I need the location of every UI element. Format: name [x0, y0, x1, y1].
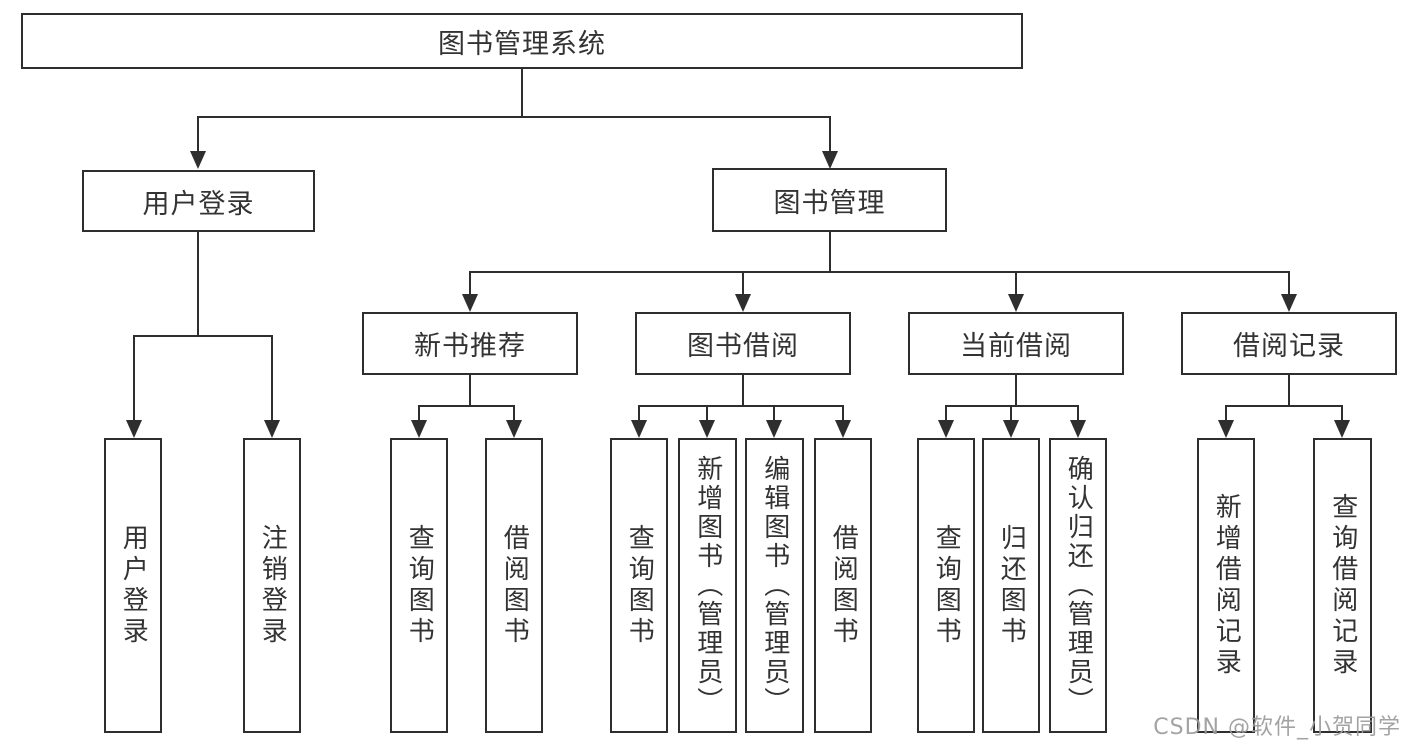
leaf-label: 借阅图书	[499, 523, 530, 648]
arrowhead-icon	[822, 151, 838, 169]
node-new-book-recommend: 新书推荐	[362, 312, 578, 375]
leaf-label: 查询借阅记录	[1327, 492, 1358, 679]
leaf-label: 编辑图书（管理员）	[759, 455, 790, 716]
connector-to-user-login-leaf	[133, 335, 135, 423]
arrowhead-icon	[735, 294, 751, 312]
arrowhead-icon	[699, 420, 715, 438]
arrowhead-icon	[264, 420, 280, 438]
connector-book-borrow-stem	[742, 375, 744, 407]
node-label: 图书借阅	[687, 331, 799, 362]
connector-leaf	[1225, 405, 1227, 423]
leaf-label: 新增图书（管理员）	[692, 455, 723, 716]
node-label: 当前借阅	[960, 331, 1072, 362]
node-book-borrow: 图书借阅	[635, 312, 851, 375]
arrowhead-icon	[631, 420, 647, 438]
leaf-label: 用户登录	[118, 523, 149, 648]
arrowhead-icon	[1008, 294, 1024, 312]
connector-leaf	[1077, 405, 1079, 423]
arrowhead-icon	[835, 420, 851, 438]
leaf-borrow-books-recommend: 借阅图书	[485, 438, 543, 733]
connector-book-borrow-bar	[638, 405, 844, 407]
csdn-watermark: CSDN @软件_小贺同学	[1153, 715, 1401, 740]
leaf-return-books: 归还图书	[982, 438, 1040, 733]
connector-leaf	[513, 405, 515, 423]
leaf-label: 查询图书	[624, 523, 655, 648]
node-label: 图书管理	[773, 187, 886, 219]
node-label: 新书推荐	[414, 331, 526, 362]
arrowhead-icon	[766, 420, 782, 438]
connector-root-bar	[197, 116, 831, 118]
node-borrow-records: 借阅记录	[1181, 312, 1397, 375]
connector-borrow-records-stem	[1288, 375, 1290, 407]
connector-to-new-book	[469, 271, 471, 296]
leaf-label: 新增借阅记录	[1211, 492, 1242, 679]
connector-leaf	[638, 405, 640, 423]
arrowhead-icon	[938, 420, 954, 438]
node-library-management-system: 图书管理系统	[21, 13, 1023, 69]
connector-root-stem	[521, 69, 523, 117]
connector-to-user-login	[197, 116, 199, 153]
connector-leaf	[1010, 405, 1012, 423]
arrowhead-icon	[1281, 294, 1297, 312]
arrowhead-icon	[126, 420, 142, 438]
arrowhead-icon	[1334, 420, 1350, 438]
leaf-query-books-recommend: 查询图书	[390, 438, 448, 733]
arrowhead-icon	[1070, 420, 1086, 438]
connector-current-borrow-bar	[945, 405, 1079, 407]
connector-book-management-bar	[469, 271, 1290, 273]
connector-new-book-stem	[469, 375, 471, 407]
connector-leaf	[418, 405, 420, 423]
connector-leaf	[842, 405, 844, 423]
leaf-label: 确认归还（管理员）	[1063, 455, 1094, 716]
leaf-label: 查询图书	[404, 523, 435, 648]
arrowhead-icon	[462, 294, 478, 312]
arrowhead-icon	[506, 420, 522, 438]
leaf-add-borrow-record: 新增借阅记录	[1197, 438, 1255, 733]
leaf-query-books-borrow: 查询图书	[610, 438, 668, 733]
connector-to-book-management	[829, 116, 831, 153]
connector-to-logout-leaf	[271, 335, 273, 423]
leaf-query-borrow-record: 查询借阅记录	[1313, 438, 1372, 733]
leaf-edit-books-admin: 编辑图书（管理员）	[745, 438, 804, 733]
connector-leaf	[1341, 405, 1343, 423]
connector-user-login-stem	[197, 232, 199, 336]
connector-user-login-bar	[133, 335, 273, 337]
connector-book-management-stem	[829, 232, 831, 272]
arrowhead-icon	[1218, 420, 1234, 438]
arrowhead-icon	[1003, 420, 1019, 438]
connector-leaf	[773, 405, 775, 423]
leaf-query-books-current: 查询图书	[917, 438, 975, 733]
leaf-borrow-books: 借阅图书	[814, 438, 872, 733]
node-current-borrow: 当前借阅	[908, 312, 1124, 375]
connector-to-current-borrow	[1015, 271, 1017, 296]
node-label: 借阅记录	[1233, 331, 1345, 362]
node-label: 用户登录	[142, 188, 255, 220]
node-user-login: 用户登录	[82, 170, 315, 232]
connector-leaf	[945, 405, 947, 423]
connector-new-book-bar	[418, 405, 515, 407]
leaf-label: 注销登录	[257, 523, 288, 648]
connector-to-book-borrow	[742, 271, 744, 296]
arrowhead-icon	[190, 151, 206, 169]
node-label: 图书管理系统	[438, 28, 606, 60]
connector-borrow-records-bar	[1225, 405, 1343, 407]
arrowhead-icon	[411, 420, 427, 438]
leaf-user-login: 用户登录	[104, 438, 162, 733]
node-book-management: 图书管理	[712, 168, 947, 232]
leaf-label: 借阅图书	[828, 523, 859, 648]
connector-current-borrow-stem	[1015, 375, 1017, 407]
leaf-confirm-return-admin: 确认归还（管理员）	[1049, 438, 1107, 733]
connector-leaf	[706, 405, 708, 423]
leaf-add-books-admin: 新增图书（管理员）	[678, 438, 737, 733]
leaf-logout: 注销登录	[243, 438, 301, 733]
connector-to-borrow-records	[1288, 271, 1290, 296]
leaf-label: 归还图书	[996, 523, 1027, 648]
leaf-label: 查询图书	[931, 523, 962, 648]
